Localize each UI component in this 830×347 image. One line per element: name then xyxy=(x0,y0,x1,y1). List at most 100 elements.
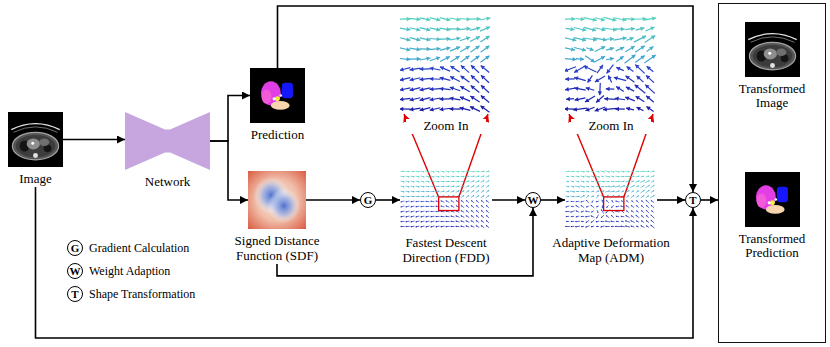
vector-arrowhead xyxy=(566,216,567,218)
vector-arrowhead xyxy=(440,107,444,111)
vector-arrowhead xyxy=(653,195,655,196)
vector-arrowhead xyxy=(646,96,650,100)
vector-arrowhead xyxy=(441,206,443,208)
vector-arrow xyxy=(581,201,585,202)
vector-arrow xyxy=(581,221,584,222)
vector-arrowhead xyxy=(423,181,425,183)
connector-line xyxy=(492,199,525,201)
vector-arrow xyxy=(461,216,465,218)
vector-arrow xyxy=(451,221,455,222)
vector-arrowhead xyxy=(632,191,634,192)
vector-arrowhead xyxy=(468,195,470,196)
vector-arrow xyxy=(591,226,594,228)
vector-arrow xyxy=(401,176,405,177)
vector-arrowhead xyxy=(601,216,603,218)
vector-arrow xyxy=(651,205,654,208)
vector-arrow xyxy=(596,96,604,103)
vector-arrowhead xyxy=(403,181,404,183)
vector-arrow xyxy=(570,191,575,193)
vector-arrow xyxy=(580,171,584,173)
vector-arrowhead xyxy=(581,216,582,218)
vector-arrowhead xyxy=(401,206,403,208)
vector-arrow xyxy=(436,226,440,228)
vector-arrowhead xyxy=(588,176,590,178)
vector-arrow xyxy=(426,216,430,218)
vector-arrow xyxy=(646,205,649,208)
vector-arrow xyxy=(626,76,635,82)
vector-arrowhead xyxy=(602,200,604,202)
vector-arrow xyxy=(585,176,590,177)
vector-arrow xyxy=(450,77,460,82)
vector-arrowhead xyxy=(618,191,620,193)
fdd-field: Fastest Descent Direction (FDD) xyxy=(391,169,501,266)
vector-arrow xyxy=(471,171,475,172)
vector-arrow xyxy=(585,226,589,228)
arrow-connector xyxy=(278,6,694,192)
vector-arrow xyxy=(451,200,454,202)
vector-arrowhead xyxy=(478,176,480,178)
vector-arrow xyxy=(575,221,580,222)
vector-arrow xyxy=(471,220,474,222)
vector-arrowhead xyxy=(626,200,628,202)
vector-arrowhead xyxy=(413,196,414,198)
vector-arrowhead xyxy=(440,66,444,70)
vector-arrow xyxy=(626,210,629,212)
vector-arrow xyxy=(625,221,630,223)
vector-arrowhead xyxy=(623,176,624,178)
vector-arrow xyxy=(470,96,479,102)
vector-arrow xyxy=(585,56,595,63)
vector-arrow xyxy=(471,190,474,192)
vector-arrow xyxy=(644,55,655,63)
vector-arrow xyxy=(481,106,490,112)
legend-symbol: W xyxy=(67,263,83,279)
vector-arrowhead xyxy=(436,56,440,60)
vector-arrow xyxy=(630,221,634,223)
vector-arrowhead xyxy=(571,206,572,208)
vector-arrowhead xyxy=(630,220,632,221)
vector-arrow xyxy=(610,186,615,188)
vector-arrowhead xyxy=(598,191,600,192)
vector-arrowhead xyxy=(450,97,454,101)
vector-arrowhead xyxy=(456,216,458,218)
vector-arrow xyxy=(451,191,455,193)
vector-arrowhead xyxy=(481,95,485,99)
vector-arrowhead xyxy=(575,226,576,228)
vector-arrowhead xyxy=(576,216,578,218)
vector-arrow xyxy=(621,216,624,217)
vector-arrowhead xyxy=(583,195,585,196)
vector-arrowhead xyxy=(433,186,434,188)
vector-arrow xyxy=(470,46,479,52)
vector-arrow xyxy=(591,220,594,223)
vector-arrowhead xyxy=(653,175,655,176)
vector-arrowhead xyxy=(408,186,410,188)
vector-arrowhead xyxy=(456,226,457,228)
vector-arrow xyxy=(580,186,585,187)
vector-arrow xyxy=(476,190,479,192)
vector-arrow xyxy=(647,46,654,51)
vector-arrowhead xyxy=(607,195,608,197)
vector-arrowhead xyxy=(411,226,412,228)
vector-arrowhead xyxy=(628,190,630,191)
vector-arrowhead xyxy=(413,191,414,193)
vector-arrow xyxy=(586,48,594,51)
vector-arrowhead xyxy=(628,186,630,187)
vector-arrow xyxy=(486,171,490,173)
vector-arrow xyxy=(575,186,580,188)
zoom-field-picture xyxy=(565,14,657,114)
vector-arrowhead xyxy=(581,226,582,228)
operator-circle: T xyxy=(685,192,701,208)
vector-arrowhead xyxy=(616,67,620,71)
vector-arrow xyxy=(646,96,654,102)
vector-arrowhead xyxy=(406,221,407,223)
vector-arrow xyxy=(625,190,629,192)
vector-arrow xyxy=(596,221,600,223)
input-image: Image xyxy=(6,112,66,187)
vector-arrowhead xyxy=(596,217,597,219)
vector-arrow xyxy=(461,210,464,212)
vector-arrow xyxy=(471,75,479,82)
vector-arrowhead xyxy=(481,205,483,207)
vector-arrowhead xyxy=(438,186,439,188)
vector-arrow xyxy=(592,200,593,203)
vector-arrow xyxy=(611,181,614,182)
vector-arrowhead xyxy=(401,201,403,203)
